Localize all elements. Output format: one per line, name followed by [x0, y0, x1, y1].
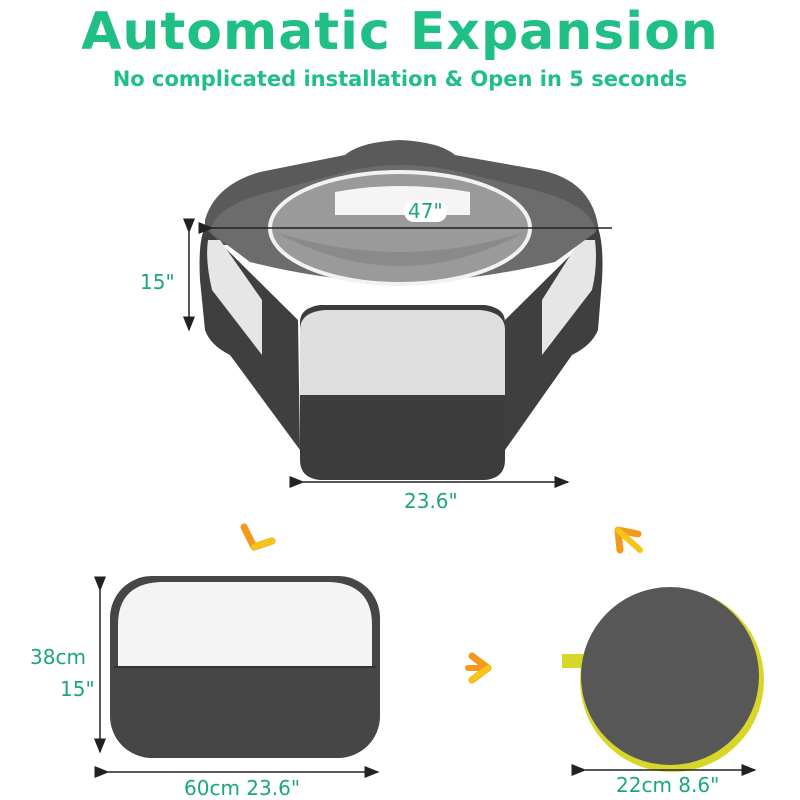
page-subtitle: No complicated installation & Open in 5 …: [112, 67, 688, 91]
folded-panel-image: [110, 576, 380, 758]
arrow-up-left-icon: [614, 526, 643, 554]
folded-width-label: 60cm 23.6": [184, 776, 301, 800]
bag-diameter-label: 22cm 8.6": [616, 773, 720, 797]
storage-bag-image: [562, 587, 764, 772]
height-label: 15": [140, 270, 175, 294]
width-label: 47": [404, 200, 447, 222]
folded-height-in-label: 15": [60, 677, 95, 701]
arrow-down-left-icon: [240, 523, 276, 551]
page-title: Automatic Expansion: [81, 2, 719, 62]
expanded-playpen-image: [199, 140, 603, 480]
folded-height-cm-label: 38cm: [30, 645, 86, 669]
arrow-right-icon: [465, 652, 492, 684]
panel-width-label: 23.6": [404, 489, 458, 513]
